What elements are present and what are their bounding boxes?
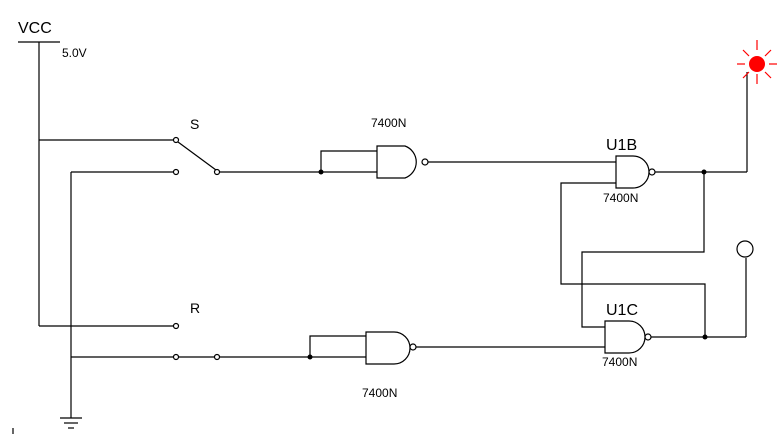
nand-gate-top-input: 7400N	[219, 116, 616, 179]
nand-gate-bottom-input: 7400N	[219, 331, 605, 400]
vcc-label: VCC	[18, 20, 52, 37]
red-led-icon	[737, 40, 777, 84]
switch-s[interactable]: S	[172, 116, 221, 176]
u1b-part-label: 7400N	[603, 191, 638, 205]
nand-gate-u1c: U1C 7400N	[602, 302, 746, 369]
qbar-output-probe	[736, 240, 754, 337]
u1c-ref-label: U1C	[606, 302, 638, 319]
feedback-wires	[560, 172, 706, 337]
q-output-probe	[737, 40, 777, 172]
unlit-led-icon	[736, 240, 754, 258]
u1c-part-label: 7400N	[602, 355, 637, 369]
ground-rail	[60, 171, 176, 429]
switch-r[interactable]: R	[172, 300, 221, 361]
bottom-input-part-label: 7400N	[362, 386, 397, 400]
vcc-voltage-label: 5.0V	[62, 46, 87, 60]
u1b-ref-label: U1B	[606, 137, 637, 154]
vcc-supply: VCC 5.0V	[18, 20, 87, 326]
switch-r-label: R	[190, 300, 200, 316]
top-input-part-label: 7400N	[371, 116, 406, 130]
switch-s-label: S	[190, 116, 199, 132]
nand-gate-u1b: U1B 7400N	[603, 137, 747, 205]
